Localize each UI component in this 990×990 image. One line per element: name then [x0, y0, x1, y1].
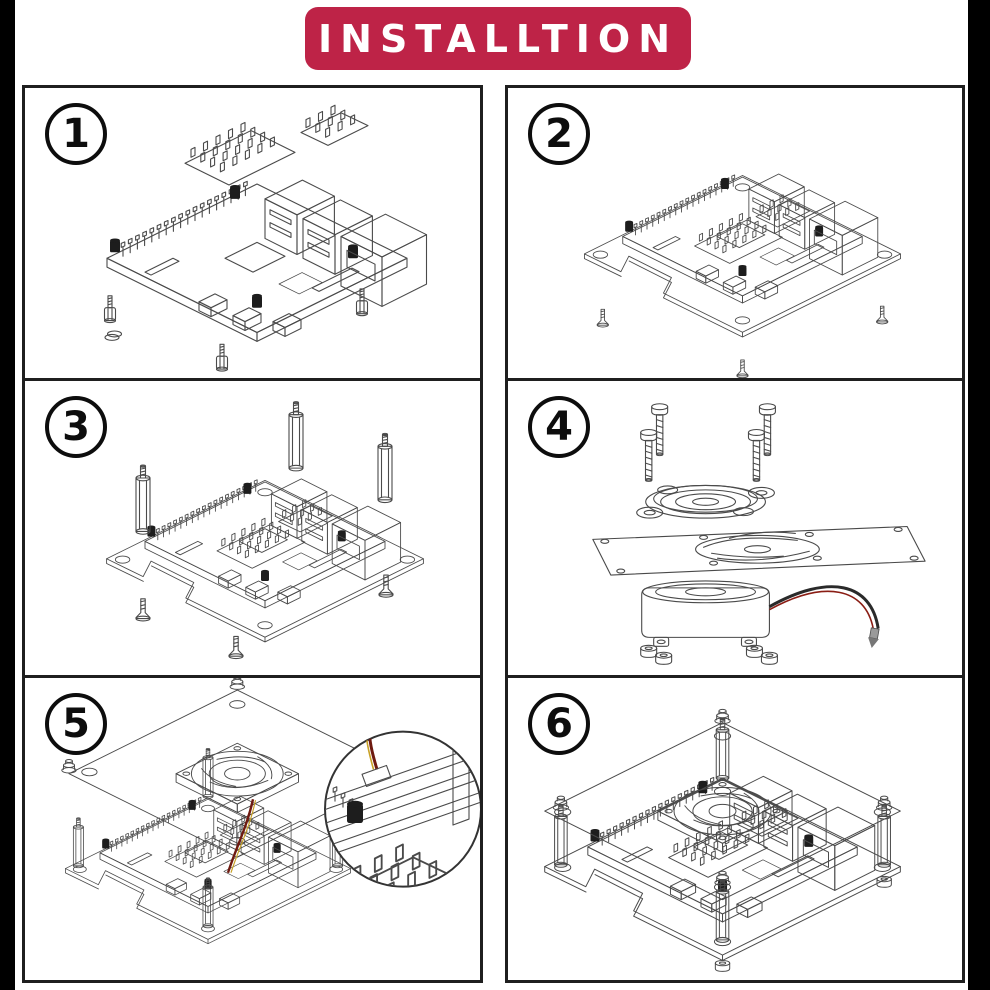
step-6-number-badge: 6 — [528, 693, 590, 755]
step-4-number: 4 — [545, 404, 573, 450]
step-4-number-badge: 4 — [528, 396, 590, 458]
step-3-number: 3 — [62, 404, 90, 450]
step-panel-3: 3 — [22, 378, 483, 678]
gpio-wiring-detail-circle — [324, 730, 480, 888]
fan-wire-red — [226, 798, 255, 874]
step-6-number: 6 — [545, 701, 573, 747]
step-1-number-badge: 1 — [45, 103, 107, 165]
fan-wire-yellow — [230, 800, 257, 873]
left-black-bar — [0, 0, 15, 990]
step-5-illustration — [61, 678, 480, 945]
right-black-bar — [968, 0, 990, 990]
base-assembly — [65, 747, 351, 945]
step-6-illustration — [544, 708, 901, 972]
step-panel-2: 2 — [505, 85, 965, 381]
step-4-illustration — [592, 403, 926, 665]
step-panel-1: 1 — [22, 85, 483, 381]
step-panel-4: 4 — [505, 378, 965, 678]
page-title: INSTALLTION — [318, 16, 678, 61]
step-panel-5: 5 — [22, 675, 483, 983]
fan-unit — [641, 580, 880, 648]
step-3-number-badge: 3 — [45, 396, 107, 458]
step-1-number: 1 — [62, 111, 90, 157]
title-banner: INSTALLTION — [305, 7, 691, 70]
step-2-number: 2 — [545, 111, 573, 157]
wire-connector — [868, 627, 880, 648]
step-5-number: 5 — [62, 701, 90, 747]
top-plate-with-fan-cutout — [592, 525, 926, 576]
completed-assembly — [544, 708, 901, 972]
step-2-number-badge: 2 — [528, 103, 590, 165]
step-panel-6: 6 — [505, 675, 965, 983]
step-5-number-badge: 5 — [45, 693, 107, 755]
